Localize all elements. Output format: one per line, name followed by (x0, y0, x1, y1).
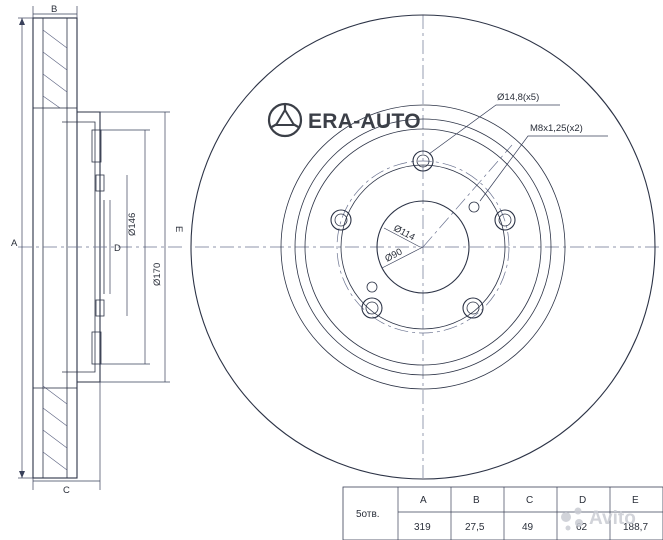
table-value-e: 188,7 (623, 522, 648, 533)
pcd-circle (336, 160, 510, 334)
spec-table: 5отв. A B C D E 319 27,5 49 62 188,7 (342, 486, 663, 540)
dim-label-d: D (114, 243, 121, 254)
table-value-a: 319 (414, 522, 431, 533)
table-value-b: 27,5 (465, 522, 485, 533)
table-header-d: D (579, 495, 586, 506)
era-auto-logo: ERA-AUTO (267, 102, 421, 138)
hub-circle (340, 164, 506, 330)
dim-label-e: E (173, 226, 184, 232)
vane-hatching (42, 29, 68, 471)
bolt-hole (494, 209, 516, 231)
table-header-c: C (526, 495, 533, 506)
dim-label-146: Ø146 (127, 213, 138, 236)
bolt-holes (330, 150, 516, 319)
callout-pcd: Ø114 (392, 223, 417, 243)
table-row-label: 5отв. (356, 509, 380, 520)
avito-watermark: Avito (561, 507, 636, 531)
threaded-hole (366, 281, 378, 293)
dim-label-b: B (51, 4, 57, 15)
table-value-c: 49 (522, 522, 534, 533)
outer-rim (190, 14, 656, 480)
center-bore (376, 200, 470, 294)
side-section-view: A B C D Ø146 Ø170 E (11, 4, 185, 496)
bolt-hole (462, 297, 484, 319)
table-header-e: E (632, 495, 639, 506)
disc-outline (32, 17, 78, 479)
callout-threaded-holes: M8x1,25(x2) (530, 123, 583, 134)
bolt-hole (412, 150, 434, 172)
dim-label-c: C (63, 485, 70, 496)
watermark-text: Avito (589, 508, 636, 529)
logo-text: ERA-AUTO (308, 110, 421, 133)
dim-label-170: Ø170 (152, 263, 163, 286)
callout-bolt-holes: Ø14,8(x5) (497, 92, 539, 103)
threaded-hole (468, 201, 480, 213)
table-header-a: A (420, 495, 427, 506)
front-view: Ø14,8(x5) M8x1,25(x2) Ø114 Ø90 (190, 14, 663, 480)
bolt-hole (361, 297, 383, 319)
table-header-b: B (473, 495, 480, 506)
table-value-d: 62 (576, 522, 588, 533)
friction-inner-edge (280, 104, 566, 390)
dim-label-a: A (11, 238, 18, 249)
bolt-hole (330, 209, 352, 231)
